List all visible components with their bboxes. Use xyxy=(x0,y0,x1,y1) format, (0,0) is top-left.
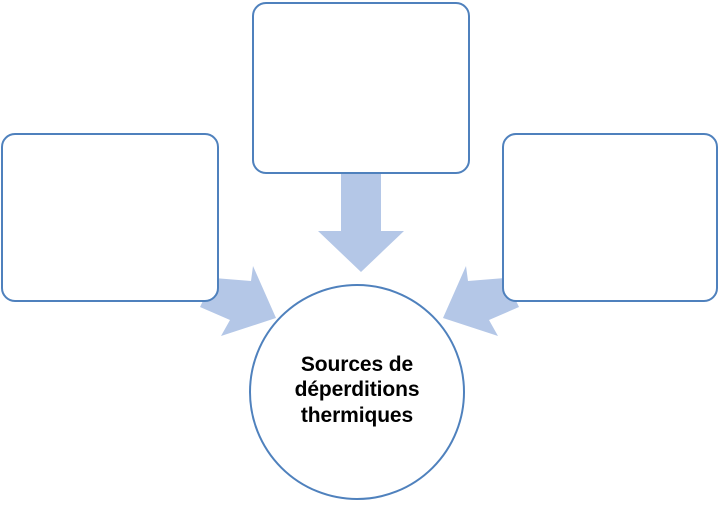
node-box-left[interactable] xyxy=(1,133,219,302)
arrow-right-to-center xyxy=(443,266,519,336)
node-box-right-label xyxy=(504,135,716,300)
center-node-label: Sources de déperditions thermiques xyxy=(294,352,420,427)
node-box-right[interactable] xyxy=(502,133,718,302)
arrow-top-to-center xyxy=(318,172,404,272)
node-box-top-label xyxy=(254,4,468,172)
node-box-top[interactable] xyxy=(252,2,470,174)
node-box-left-label xyxy=(3,135,217,300)
center-node-ellipse[interactable]: Sources de déperditions thermiques xyxy=(249,284,465,500)
arrow-left-to-center xyxy=(200,266,276,336)
